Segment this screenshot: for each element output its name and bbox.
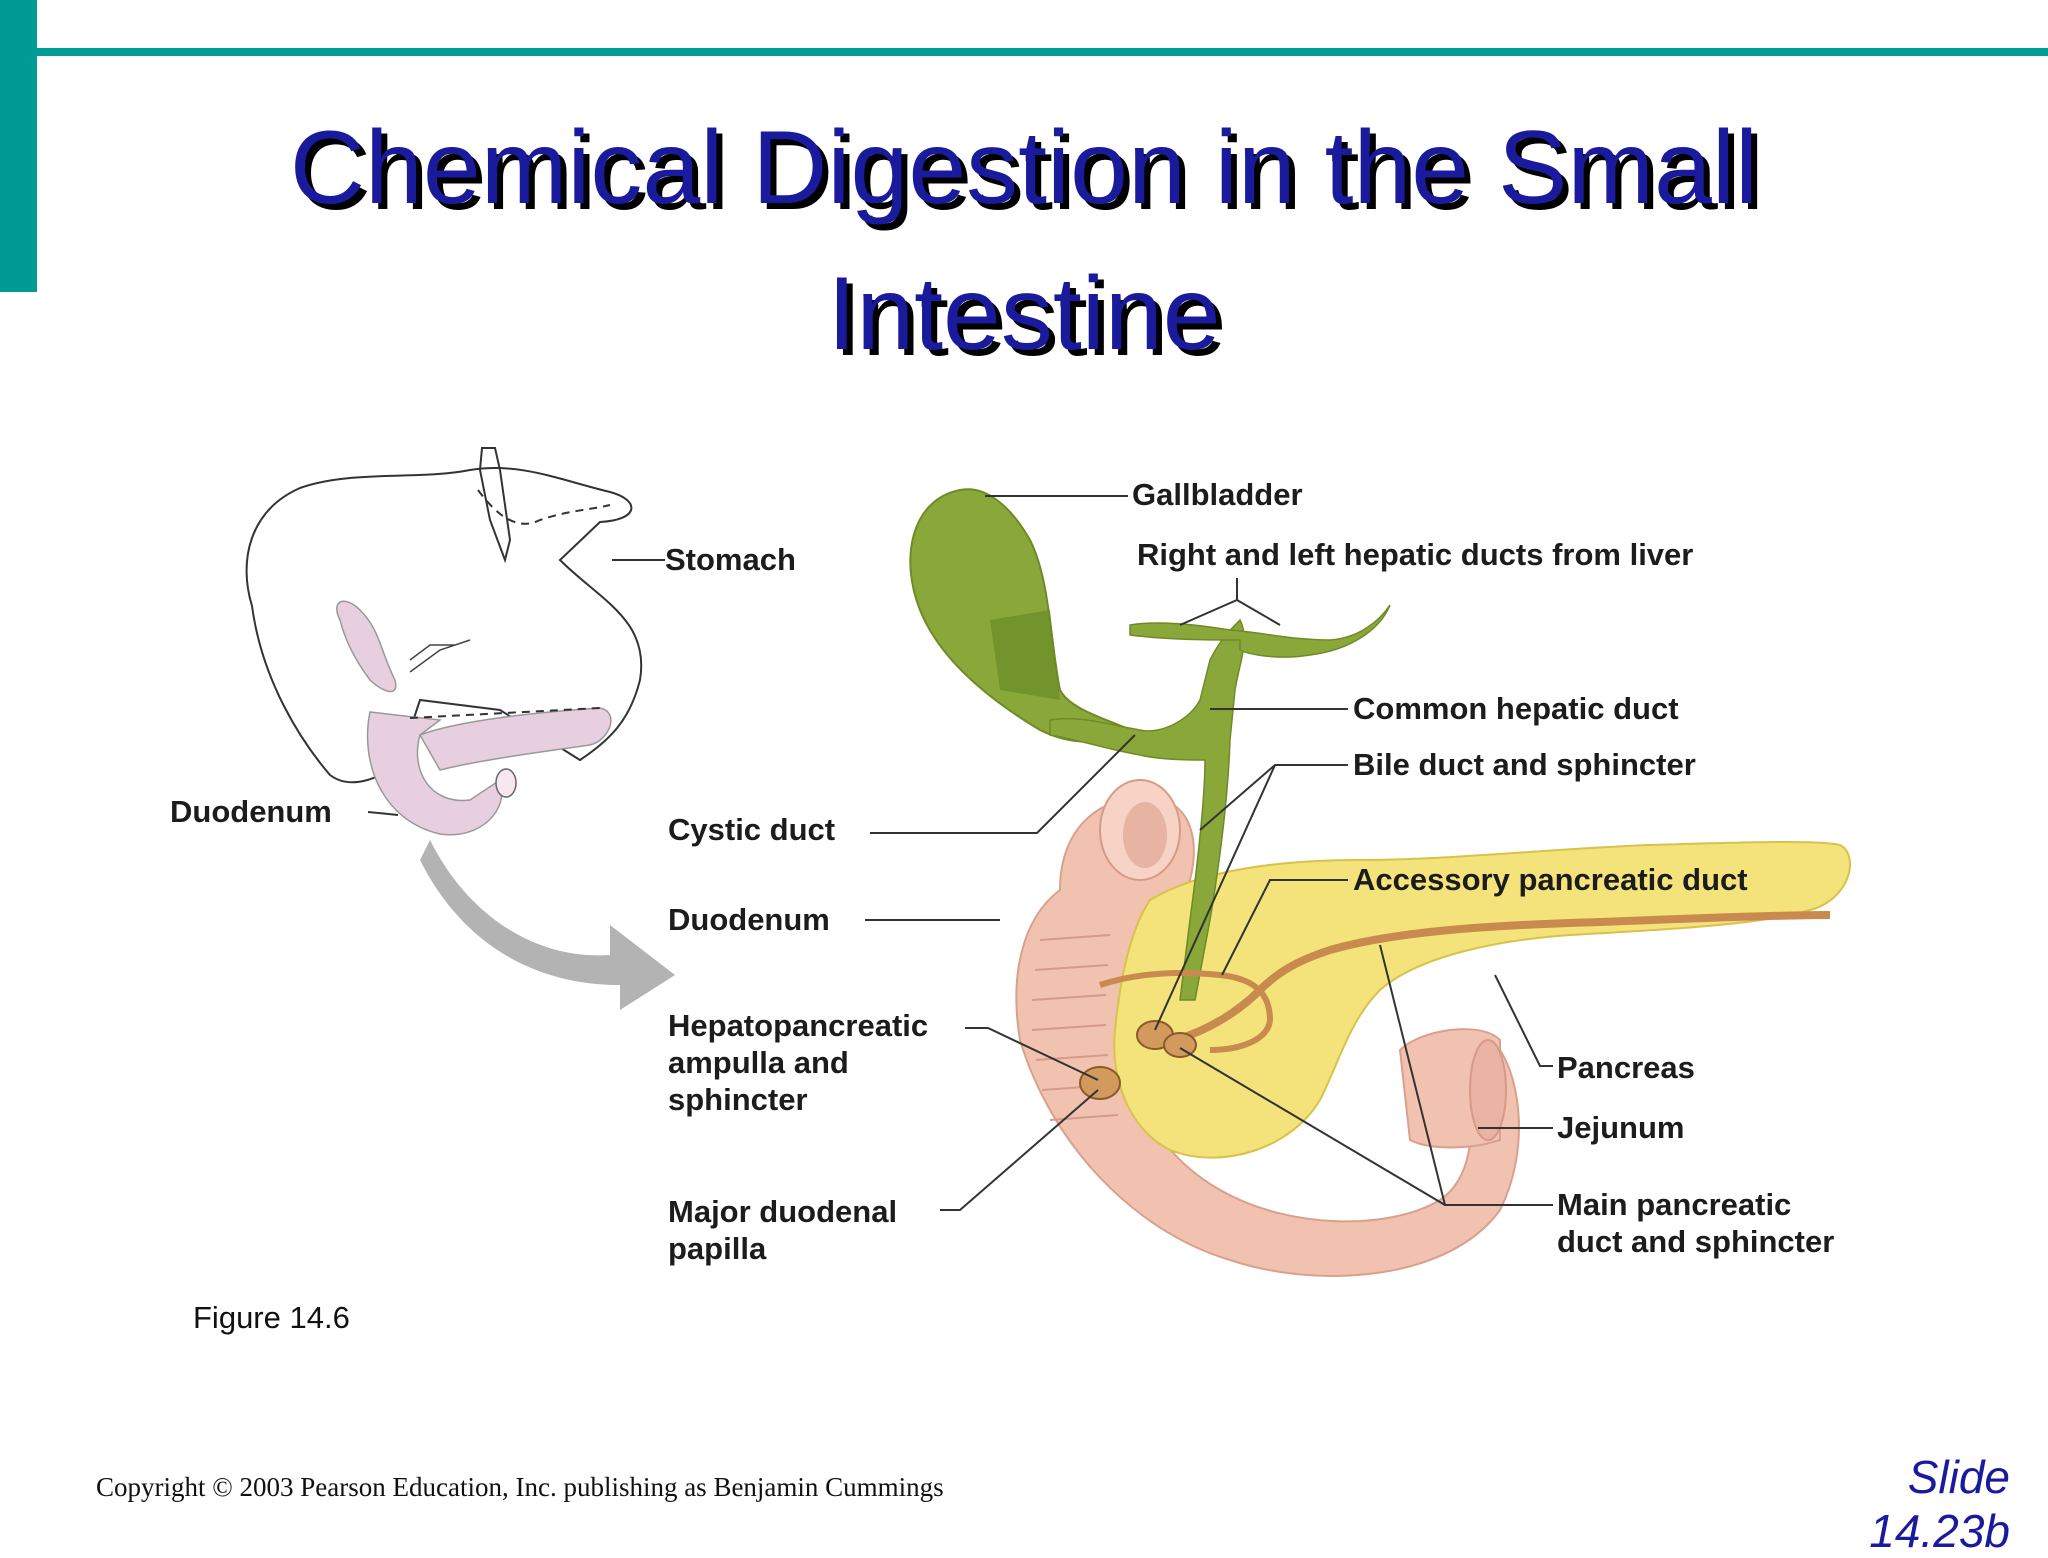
leader-duodenum-small	[367, 811, 399, 816]
label-duodenum-small: Duodenum	[170, 794, 332, 829]
diagram-labels: Stomach Duodenum Gallbladder Right and l…	[170, 477, 1834, 1266]
jejunum-small	[495, 768, 517, 798]
gallbladder-small	[336, 600, 397, 693]
pancreatic-sphincter	[1163, 1032, 1197, 1058]
hepatopancreatic-ampulla	[1079, 1066, 1121, 1100]
ducts-small	[409, 639, 471, 673]
accent-bar-top	[37, 48, 2048, 56]
esophagus-outline	[478, 447, 512, 564]
label-major-papilla-2: papilla	[668, 1231, 767, 1266]
leader-hepatopancreatic	[965, 1027, 1099, 1081]
pancreas-small	[418, 707, 612, 771]
hepatic-ducts	[1129, 604, 1391, 658]
overview-illustration	[245, 447, 675, 1010]
label-stomach: Stomach	[665, 542, 796, 577]
accent-bar-left	[0, 0, 37, 292]
label-jejunum: Jejunum	[1557, 1110, 1684, 1145]
leader-hepatic-ducts	[1179, 598, 1281, 626]
slide-number-line-2: 14.23b	[1869, 1505, 2010, 1557]
cystic-common-bile-duct	[1049, 618, 1246, 1001]
label-hepatopancreatic-3: sphincter	[668, 1082, 808, 1117]
leader-cystic-duct	[870, 734, 1136, 834]
main-pancreatic-duct	[1173, 911, 1831, 1044]
slide-title: Chemical Digestion in the Small Intestin…	[0, 95, 2048, 387]
leader-major-papilla	[940, 1089, 1099, 1211]
label-duodenum: Duodenum	[668, 902, 830, 937]
slide-number: Slide 14.23b	[1770, 1450, 2010, 1558]
leader-main-pancreatic-b	[1179, 1047, 1446, 1206]
slide-number-line-1: Slide	[1907, 1451, 2010, 1503]
duodenum-small	[366, 711, 503, 836]
label-hepatopancreatic-1: Hepatopancreatic	[668, 1008, 928, 1043]
label-major-papilla-1: Major duodenal	[668, 1194, 897, 1229]
duodenum-lumen	[1123, 802, 1167, 868]
arrow-large	[420, 840, 675, 1010]
gallbladder-texture	[990, 610, 1060, 700]
title-line-1: Chemical Digestion in the Small	[289, 110, 1759, 226]
label-cystic-duct: Cystic duct	[668, 812, 835, 847]
copyright-notice: Copyright © 2003 Pearson Education, Inc.…	[96, 1472, 944, 1502]
label-main-pancreatic-2: duct and sphincter	[1557, 1224, 1834, 1259]
liver-outline	[245, 467, 643, 784]
leader-lines	[865, 495, 1553, 1211]
label-bile-duct: Bile duct and sphincter	[1353, 747, 1696, 782]
label-hepatic-ducts: Right and left hepatic ducts from liver	[1137, 537, 1693, 572]
label-pancreas: Pancreas	[1557, 1050, 1695, 1085]
label-main-pancreatic-1: Main pancreatic	[1557, 1187, 1791, 1222]
leader-bile-duct-b	[1154, 764, 1276, 1031]
leader-pancreas	[1494, 974, 1553, 1067]
detail-illustration	[909, 488, 1851, 1277]
stomach-dashed	[477, 489, 611, 525]
label-accessory: Accessory pancreatic duct	[1353, 862, 1748, 897]
accessory-pancreatic-duct	[1099, 970, 1274, 1053]
figure-caption: Figure 14.6	[193, 1300, 350, 1335]
leader-accessory	[1221, 879, 1348, 976]
jejunum-opening	[1469, 1039, 1507, 1141]
title-line-2: Intestine	[827, 256, 1221, 372]
label-common-hepatic: Common hepatic duct	[1353, 691, 1679, 726]
duodenum-folds	[1031, 934, 1119, 1121]
label-hepatopancreatic-2: ampulla and	[668, 1045, 849, 1080]
label-gallbladder: Gallbladder	[1132, 477, 1303, 512]
pancreas-dashed	[409, 707, 601, 719]
